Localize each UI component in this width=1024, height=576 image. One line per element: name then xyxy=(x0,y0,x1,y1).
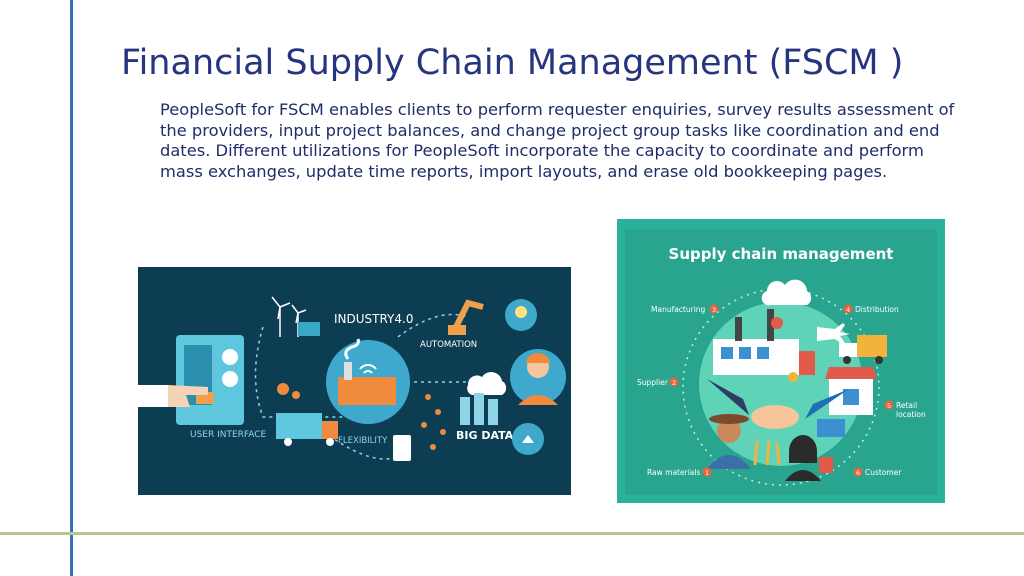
step-number: 5 xyxy=(887,402,891,410)
industry-label: INDUSTRY4.0 xyxy=(334,312,413,326)
handshake-icon xyxy=(707,379,849,429)
slide-body-text: PeopleSoft for FSCM enables clients to p… xyxy=(160,100,955,181)
big-data-label: BIG DATA xyxy=(456,429,514,442)
scm-heading: Supply chain management xyxy=(669,245,894,263)
step-number: 4 xyxy=(846,306,850,314)
wheat-icon xyxy=(753,440,781,466)
worker-icon xyxy=(510,349,566,405)
robot-arm-icon xyxy=(448,299,484,335)
airplane-icon xyxy=(817,323,850,345)
supplier-label: Supplier xyxy=(637,378,669,387)
manufacturing-label: Manufacturing xyxy=(651,305,706,314)
pointing-hand-icon xyxy=(138,385,208,407)
retail-store-icon xyxy=(825,367,877,415)
delivery-truck-icon xyxy=(839,335,887,364)
farmer-icon xyxy=(707,414,751,469)
step-number: 3 xyxy=(712,306,716,314)
laptop-icon xyxy=(817,419,845,437)
supply-chain-illustration: Supply chain management xyxy=(617,219,945,503)
server-stack-icon xyxy=(460,393,498,425)
customer-label: Customer xyxy=(865,468,902,477)
cloud-icon xyxy=(761,279,812,306)
gear-icon xyxy=(277,383,300,399)
step-number: 1 xyxy=(705,469,709,477)
slide-title: Financial Supply Chain Management (FSCM … xyxy=(121,43,904,83)
factory-icon xyxy=(326,338,410,424)
retail-label: Retail xyxy=(896,401,917,410)
network-dots-icon xyxy=(421,394,446,450)
user-interface-label: USER INTERFACE xyxy=(190,430,267,440)
lightbulb-icon xyxy=(505,299,537,331)
gear-icon xyxy=(771,317,783,329)
customer-icon xyxy=(785,435,833,481)
solar-panel-icon xyxy=(298,322,320,336)
raw-materials-label: Raw materials xyxy=(647,468,700,477)
truck-icon xyxy=(276,413,338,446)
control-panel-icon xyxy=(176,335,244,425)
step-number: 2 xyxy=(672,379,676,387)
factory-icon xyxy=(713,309,815,375)
cloud-icon xyxy=(467,372,507,395)
mobile-device-icon xyxy=(393,435,411,461)
left-accent-line xyxy=(70,0,73,576)
distribution-label: Distribution xyxy=(855,305,899,314)
step-number: 6 xyxy=(856,469,860,477)
location-label: location xyxy=(896,410,926,419)
industry-4-illustration: USER INTERFACE INDUSTRY4.0 AUTOMATION xyxy=(138,267,571,495)
bottom-accent-line xyxy=(0,532,1024,535)
flexibility-label: FLEXIBILITY xyxy=(338,436,388,446)
automation-label: AUTOMATION xyxy=(420,340,477,350)
